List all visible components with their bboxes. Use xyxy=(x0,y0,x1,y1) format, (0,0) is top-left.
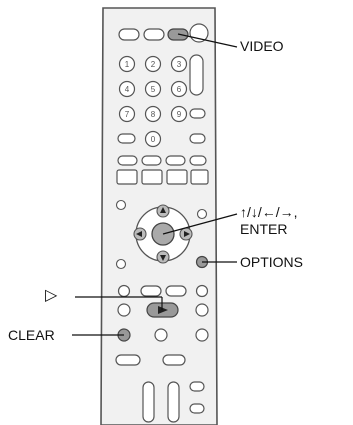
number-pad xyxy=(118,55,188,148)
video-label: VIDEO xyxy=(240,38,284,54)
pill-row xyxy=(117,155,207,166)
stop-button xyxy=(195,328,209,342)
left-button xyxy=(117,133,136,144)
enter-label: ENTER xyxy=(240,221,288,237)
small-button-bottom-left xyxy=(115,258,127,270)
fast-forward-button xyxy=(195,303,209,317)
side-button-2 xyxy=(189,133,206,144)
play-triangle-icon: ▷ xyxy=(45,287,58,304)
svg-text:7: 7 xyxy=(125,110,130,119)
svg-text:4: 4 xyxy=(125,85,130,94)
pause-button xyxy=(154,328,168,342)
svg-text:2: 2 xyxy=(151,60,156,69)
callout-lines xyxy=(72,33,238,336)
svg-text:1: 1 xyxy=(125,60,130,69)
square-row xyxy=(116,169,209,185)
clear-label: CLEAR xyxy=(8,327,55,343)
arrows-leader xyxy=(162,213,238,235)
transport-row-1 xyxy=(117,284,209,298)
side-button-1 xyxy=(189,108,206,119)
arrows-label: ↑/↓/←/→, xyxy=(240,204,298,220)
video-leader xyxy=(177,33,238,48)
top-button-1 xyxy=(118,28,140,41)
volume-rocker xyxy=(189,54,204,96)
number-pad-digits: 1 2 3 4 5 6 7 8 9 0 xyxy=(125,60,182,144)
bottom-rockers xyxy=(142,381,205,423)
svg-text:3: 3 xyxy=(177,60,182,69)
bottom-pills xyxy=(115,354,186,366)
svg-text:8: 8 xyxy=(151,110,156,119)
svg-text:6: 6 xyxy=(177,85,182,94)
svg-text:0: 0 xyxy=(151,135,156,144)
rewind-button xyxy=(117,303,131,317)
options-label: OPTIONS xyxy=(240,254,304,270)
small-button-top-right xyxy=(196,208,208,220)
top-button-2 xyxy=(143,28,165,41)
power-button xyxy=(189,23,209,43)
small-button-top-left xyxy=(115,199,127,211)
svg-text:5: 5 xyxy=(151,85,156,94)
svg-text:9: 9 xyxy=(177,110,182,119)
